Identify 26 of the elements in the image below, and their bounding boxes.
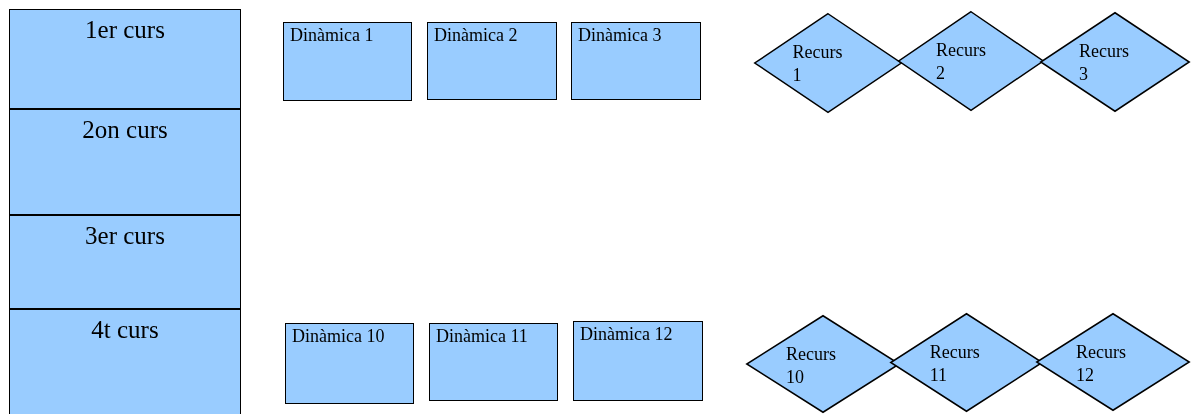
node-label: Dinàmica 1 — [290, 25, 374, 45]
node-label: Recurs 11 — [929, 341, 981, 386]
node-label: Dinàmica 11 — [436, 326, 528, 346]
process-box — [285, 323, 414, 404]
course-box — [9, 109, 241, 215]
node-label: 4t curs — [91, 316, 159, 343]
node-label: Recurs 10 — [786, 343, 837, 388]
node-label: Dinàmica 12 — [580, 324, 673, 344]
node-label: 3er curs — [85, 222, 165, 249]
node-label: Dinàmica 2 — [434, 25, 518, 45]
process-box — [571, 22, 701, 100]
course-box — [9, 309, 241, 414]
process-box — [573, 321, 703, 401]
node-label: Recurs 1 — [792, 41, 844, 86]
node-label: Recurs 12 — [1076, 341, 1127, 386]
course-box — [9, 215, 241, 309]
process-box — [429, 323, 558, 401]
node-label: 2on curs — [82, 116, 168, 143]
process-box — [427, 22, 557, 100]
node-label: 1er curs — [85, 16, 165, 43]
node-label: Recurs 2 — [935, 39, 987, 84]
node-label: Recurs 3 — [1079, 40, 1130, 85]
node-label: Dinàmica 3 — [578, 25, 662, 45]
course-box — [9, 9, 241, 109]
process-box — [283, 22, 412, 101]
node-label: Dinàmica 10 — [292, 326, 385, 346]
